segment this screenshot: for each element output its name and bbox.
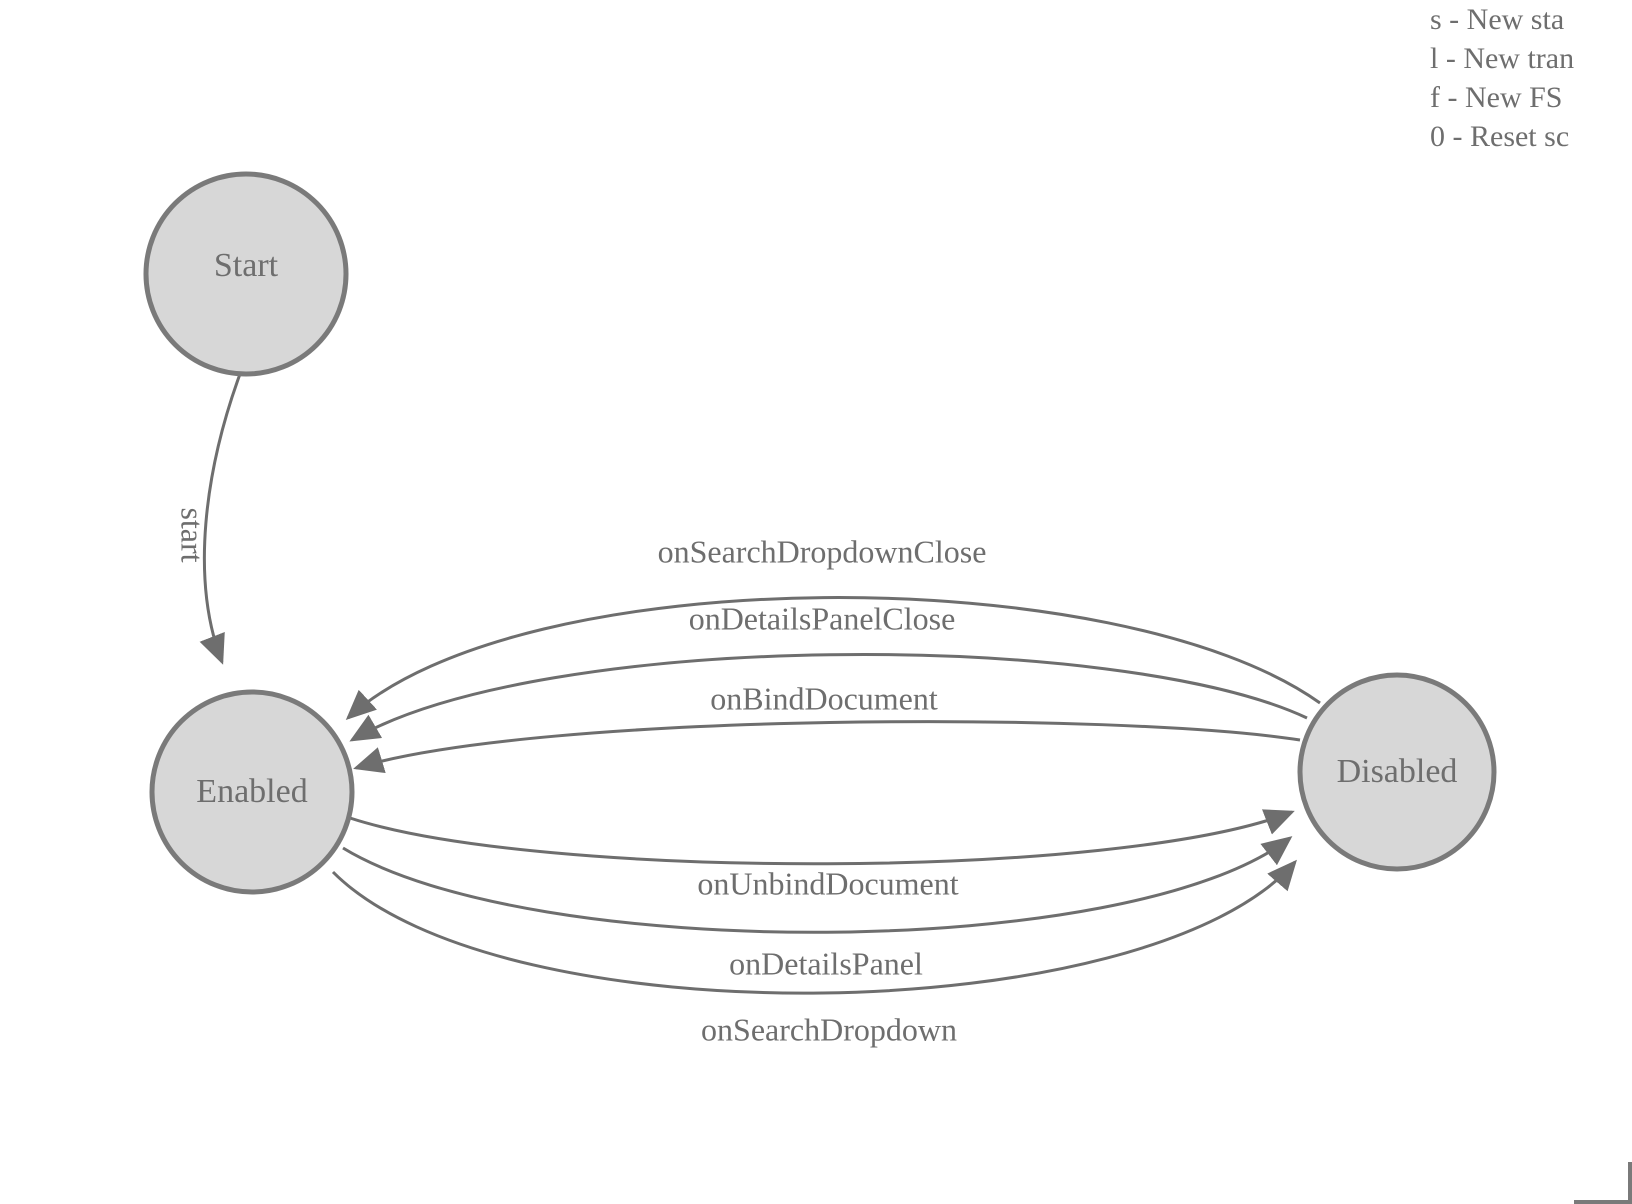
state-label-enabled: Enabled — [196, 773, 308, 810]
edge-label-on-details-panel-close: onDetailsPanelClose — [688, 600, 956, 637]
edge-start — [199, 373, 242, 665]
legend-line-new-fsm: f - New FS — [1430, 81, 1563, 114]
window-frame-corner — [1574, 1162, 1632, 1204]
edge-on-bind-document — [353, 720, 1301, 774]
edge-label-on-search-dropdown-close: onSearchDropdownClose — [657, 533, 987, 570]
state-label-start: Start — [213, 247, 279, 284]
state-label-disabled: Disabled — [1336, 753, 1458, 790]
edge-on-unbind-document — [349, 809, 1295, 866]
state-node-enabled[interactable] — [149, 689, 355, 895]
edge-label-start: start — [174, 507, 211, 563]
edge-on-details-panel-close — [349, 653, 1308, 742]
edge-label-on-bind-document: onBindDocument — [710, 680, 938, 717]
legend-line-new-state: s - New sta — [1430, 3, 1565, 36]
edge-label-on-search-dropdown: onSearchDropdown — [701, 1011, 957, 1048]
legend-line-reset: 0 - Reset sc — [1430, 120, 1570, 153]
edge-on-search-dropdown-close — [345, 596, 1321, 721]
shortcut-legend: s - New sta l - New tran f - New FS 0 - … — [1430, 0, 1632, 156]
state-node-start[interactable] — [143, 171, 349, 377]
edge-on-details-panel — [342, 836, 1293, 934]
edge-label-on-details-panel: onDetailsPanel — [729, 945, 923, 982]
edge-on-search-dropdown — [331, 859, 1297, 995]
state-node-disabled[interactable] — [1297, 672, 1497, 872]
legend-line-new-transition: l - New tran — [1430, 42, 1575, 75]
edge-label-on-unbind-document: onUnbindDocument — [697, 865, 959, 902]
